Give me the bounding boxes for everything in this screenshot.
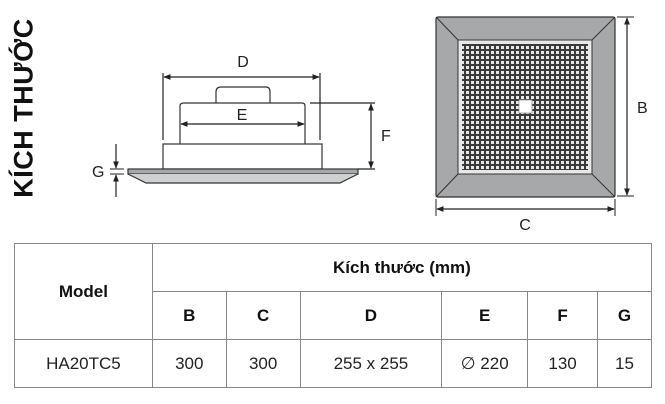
- header-b: B: [151, 291, 227, 340]
- cell-c: 300: [225, 339, 301, 388]
- top-view-diagram: B C: [435, 16, 648, 234]
- dim-label-g: G: [92, 164, 104, 181]
- header-model: Model: [14, 243, 153, 340]
- cell-f: 130: [527, 339, 599, 388]
- cell-d: 255 x 255: [299, 339, 443, 388]
- dimension-table: Model Kích thước (mm) B C D E F G HA20TC…: [14, 243, 653, 388]
- table-row: HA20TC5 300 300 255 x 255 ∅ 220 130 15: [14, 339, 652, 388]
- dim-label-d: D: [237, 54, 249, 71]
- header-dimensions-group: Kích thước (mm): [151, 243, 653, 292]
- cell-model: HA20TC5: [14, 339, 153, 388]
- cell-e: ∅ 220: [441, 339, 529, 388]
- header-f: F: [527, 291, 599, 340]
- dim-label-b: B: [637, 100, 648, 117]
- cell-b: 300: [151, 339, 227, 388]
- dim-label-e: E: [237, 107, 248, 124]
- header-g: G: [597, 291, 652, 340]
- cell-g: 15: [597, 339, 652, 388]
- dim-label-f: F: [381, 128, 391, 145]
- header-c: C: [225, 291, 301, 340]
- side-view-diagram: D E F G B C: [92, 16, 648, 234]
- dim-label-c: C: [519, 217, 531, 234]
- header-d: D: [299, 291, 443, 340]
- header-e: E: [441, 291, 529, 340]
